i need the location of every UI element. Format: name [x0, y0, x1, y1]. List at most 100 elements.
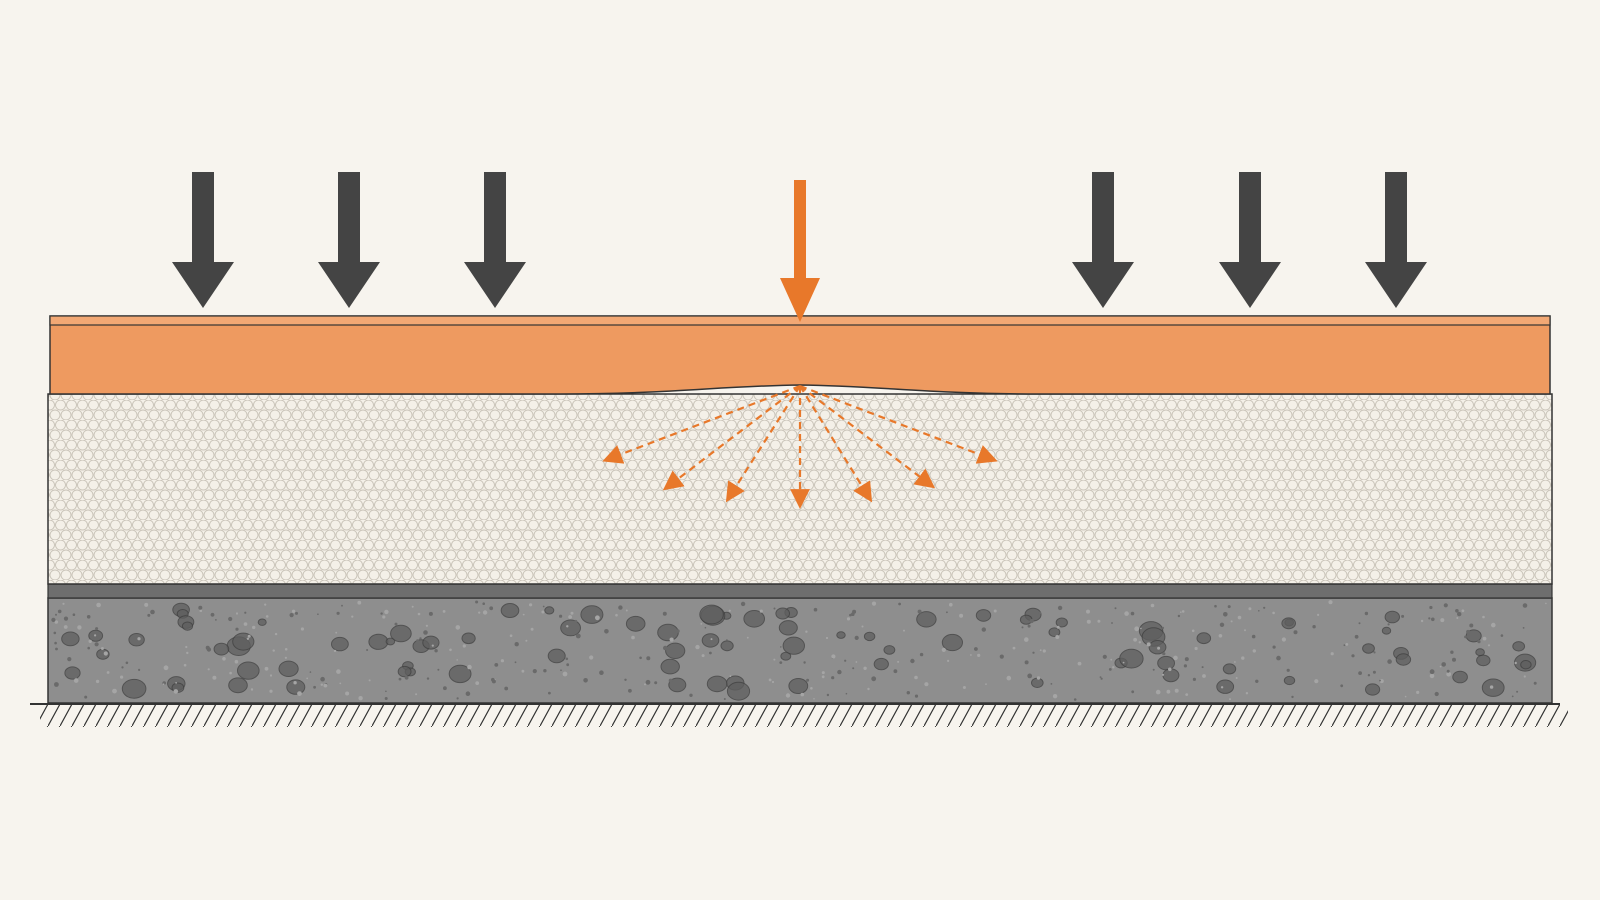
concrete-grain: [532, 669, 537, 674]
concrete-grain: [63, 625, 68, 629]
concrete-grain: [1201, 666, 1204, 669]
aggregate-stone: [1031, 677, 1044, 688]
concrete-grain: [103, 651, 108, 656]
concrete-grain: [293, 681, 297, 685]
screed-layer: [49, 315, 1551, 395]
concrete-grain: [1343, 644, 1346, 647]
concrete-grain: [1055, 635, 1060, 639]
concrete-grain: [72, 613, 76, 616]
concrete-grain: [1387, 659, 1392, 664]
concrete-grain: [183, 663, 187, 667]
concrete-grain: [729, 675, 732, 678]
concrete-grain: [1029, 618, 1034, 624]
aggregate-stone: [1119, 648, 1144, 669]
concrete-grain: [1443, 603, 1448, 608]
concrete-grain: [780, 646, 782, 648]
concrete-grain: [1245, 692, 1249, 695]
concrete-grain: [462, 644, 466, 648]
concrete-grain: [669, 637, 674, 642]
concrete-grain: [1235, 677, 1238, 679]
concrete-grain: [700, 623, 703, 625]
concrete-grain: [62, 602, 65, 605]
concrete-grain: [604, 629, 609, 634]
concrete-grain: [125, 661, 129, 665]
concrete-grain: [985, 683, 987, 685]
concrete-grain: [1367, 674, 1371, 677]
point-load-shaft: [794, 180, 806, 280]
concrete-grain: [566, 625, 569, 628]
aggregate-stone: [706, 675, 728, 693]
concrete-grain: [962, 686, 966, 689]
concrete-grain: [84, 695, 88, 699]
concrete-grain: [615, 613, 618, 617]
concrete-grain: [773, 658, 776, 661]
concrete-grain: [456, 697, 459, 700]
concrete-grain: [173, 689, 179, 694]
concrete-grain: [335, 631, 338, 634]
concrete-grain: [174, 605, 179, 610]
concrete-grain: [243, 622, 248, 626]
aggregate-stone: [665, 642, 686, 659]
concrete-grain: [1429, 669, 1435, 675]
concrete-grain: [247, 634, 251, 638]
insulation-outline: [47, 393, 1553, 585]
concrete-grain: [981, 627, 986, 632]
aggregate-stone: [660, 658, 680, 675]
concrete-grain: [1012, 646, 1016, 650]
concrete-grain: [695, 644, 700, 650]
concrete-grain: [77, 625, 82, 630]
concrete-grain: [529, 603, 533, 607]
concrete-grain: [265, 615, 269, 618]
concrete-grain: [1168, 667, 1172, 672]
concrete-grain: [906, 691, 910, 695]
load-spread-arrows: [602, 384, 998, 509]
concrete-grain: [599, 670, 604, 675]
concrete-grain: [1161, 673, 1165, 676]
aggregate-stone: [580, 605, 604, 624]
ground: [30, 703, 1568, 727]
concrete-grain: [442, 610, 446, 613]
aggregate-stone: [61, 631, 80, 647]
concrete-grain: [382, 615, 386, 619]
aggregate-stone: [775, 607, 791, 620]
concrete-grain: [1340, 684, 1344, 688]
concrete-grain: [1312, 625, 1316, 629]
concrete-grain: [1457, 611, 1462, 617]
concrete-grain: [631, 635, 635, 640]
concrete-grain: [175, 682, 178, 684]
concrete-grain: [198, 605, 203, 610]
concrete-grain: [917, 609, 922, 614]
concrete-grain: [1500, 634, 1504, 637]
aggregate-stone: [181, 621, 194, 631]
concrete-grain: [1455, 609, 1459, 613]
concrete-grain: [423, 630, 428, 635]
aggregate-stone: [780, 651, 792, 661]
concrete-grain: [340, 641, 343, 644]
concrete-grain: [1202, 674, 1206, 678]
concrete-grain: [252, 625, 256, 630]
concrete-grain: [867, 687, 870, 691]
concrete-grain: [871, 676, 877, 682]
aggregate-stone: [778, 620, 798, 636]
concrete-grain: [1056, 625, 1060, 629]
concrete-grain: [846, 617, 851, 621]
concrete-grain: [482, 602, 486, 605]
concrete-grain: [1027, 673, 1033, 679]
concrete-grain: [1097, 619, 1101, 623]
concrete-grain: [264, 603, 267, 606]
aggregate-stone: [1216, 679, 1235, 694]
concrete-grain: [1533, 681, 1537, 685]
concrete-grain: [1114, 607, 1117, 610]
concrete-grain: [1036, 676, 1041, 680]
concrete-grain: [1024, 660, 1029, 665]
concrete-grain: [1416, 690, 1420, 695]
concrete-grain: [1450, 650, 1454, 654]
concrete-grain: [333, 649, 337, 653]
concrete-grain: [100, 647, 104, 650]
concrete-grain: [849, 613, 852, 617]
concrete-grain: [1420, 619, 1424, 623]
concrete-grain: [1358, 671, 1362, 675]
concrete-grain: [924, 682, 929, 687]
concrete-grain: [785, 693, 791, 698]
